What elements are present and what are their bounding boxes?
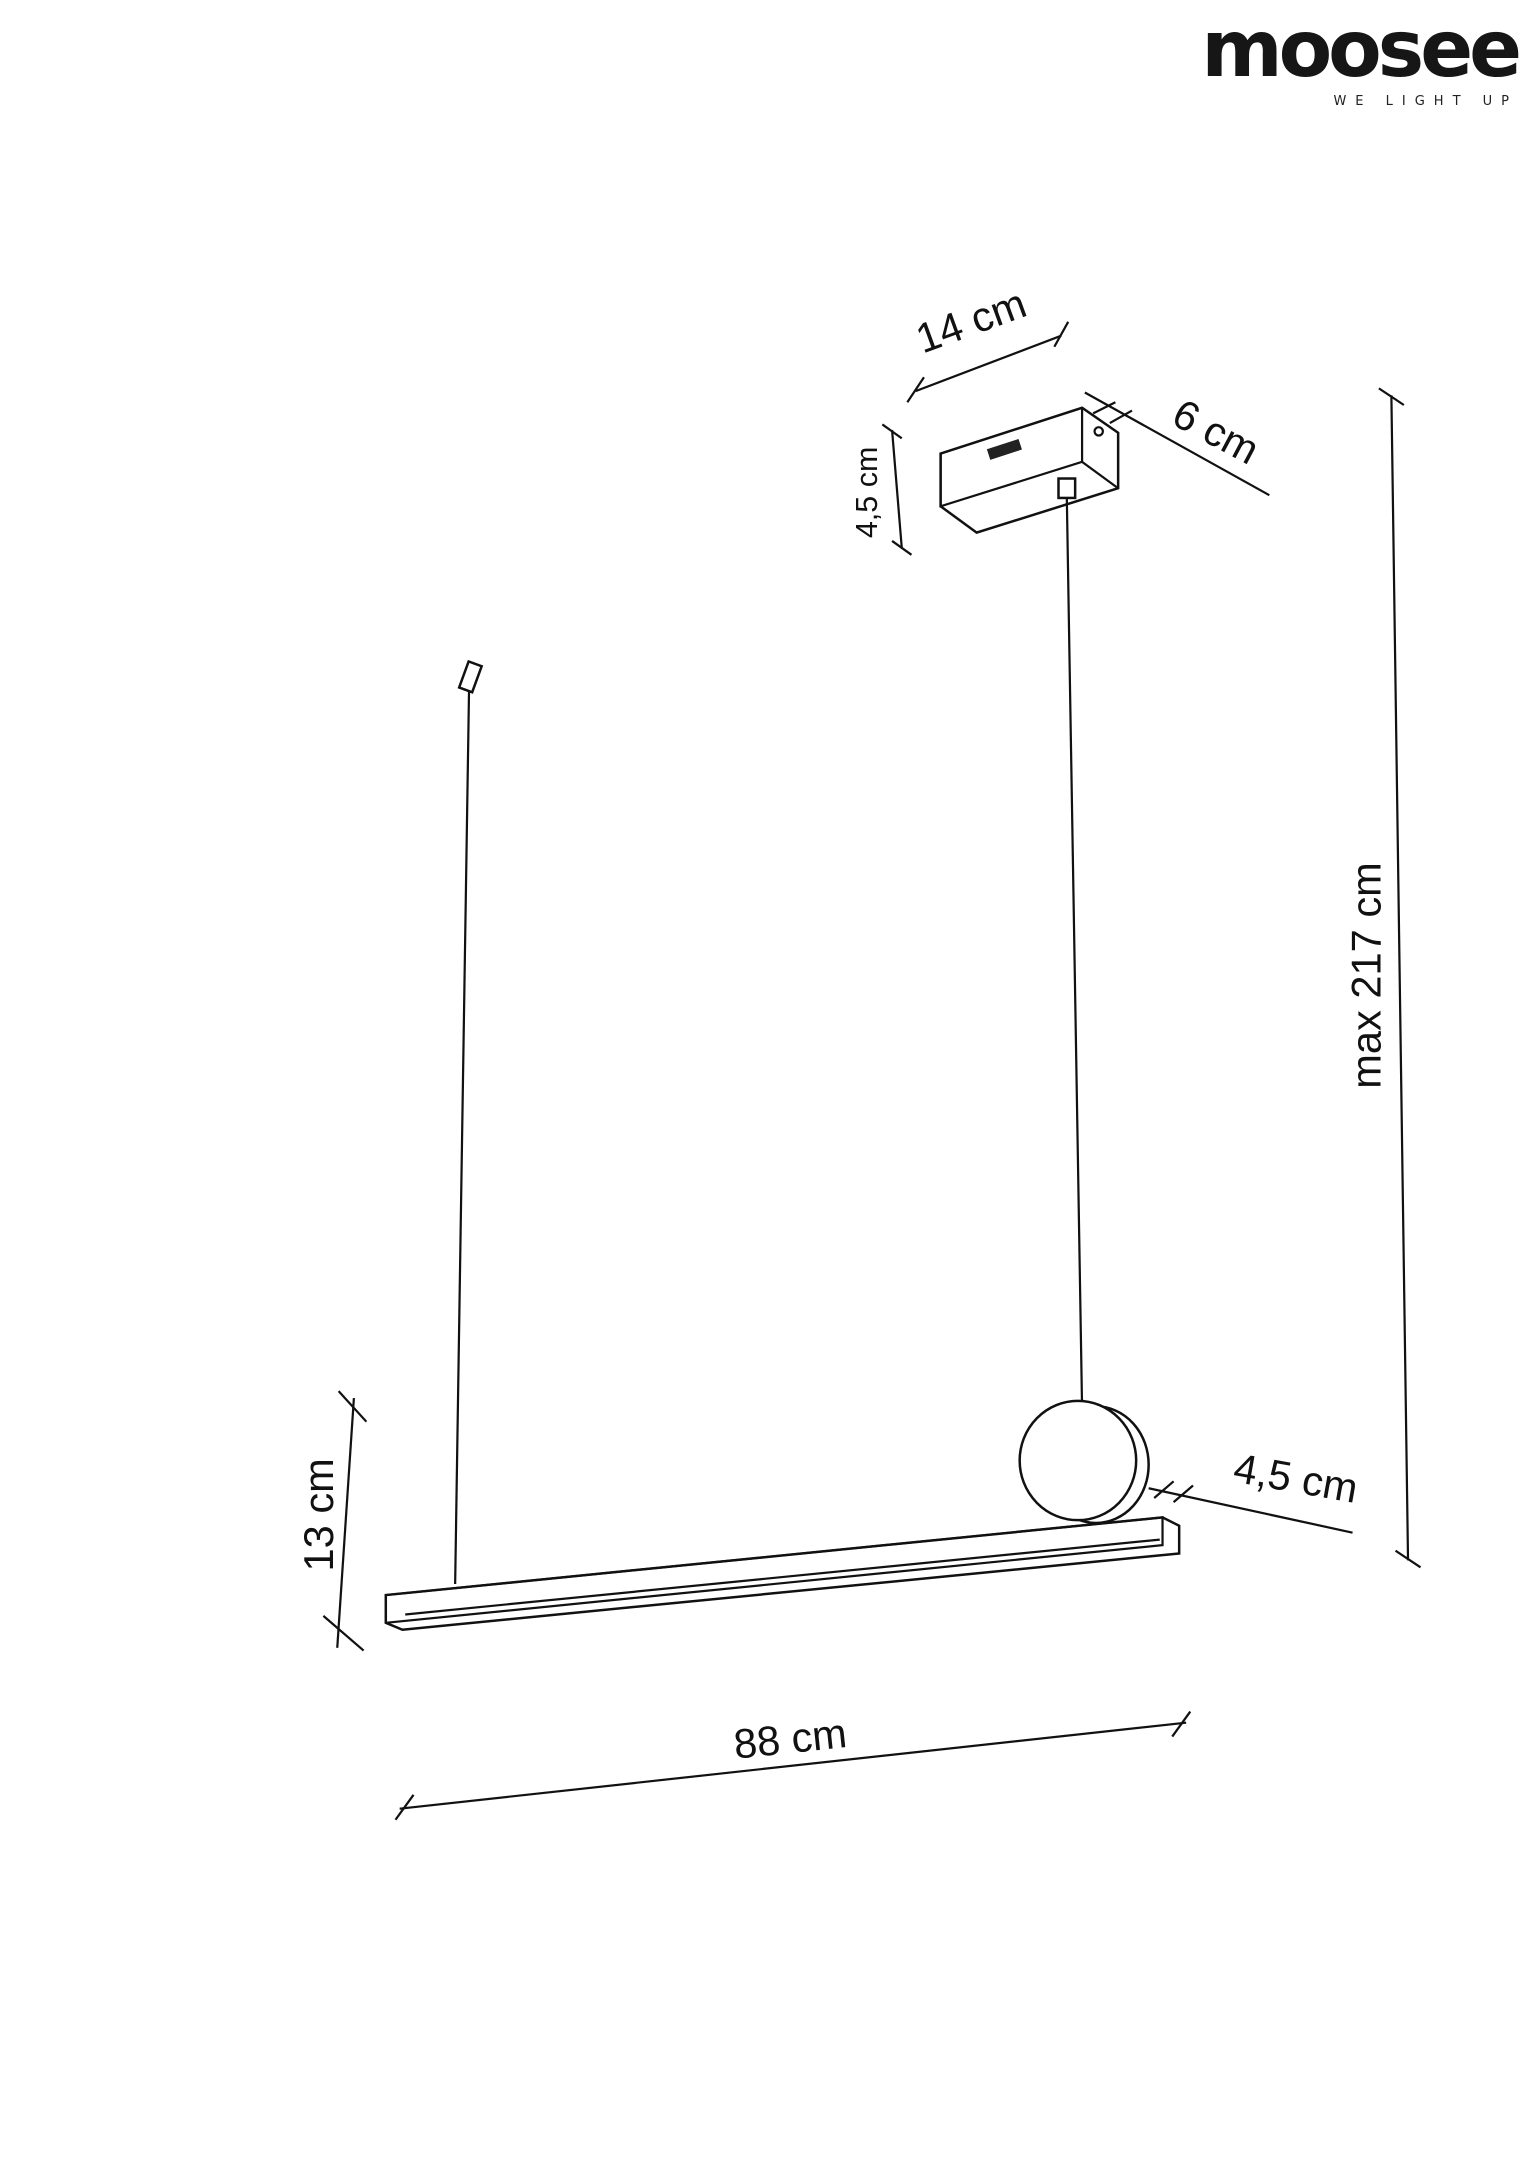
cable-grip bbox=[1057, 477, 1077, 500]
dim-canopy-height: 4,5 cm bbox=[850, 423, 913, 556]
label-max-height: max 217 cm bbox=[1342, 862, 1389, 1089]
led-bar bbox=[384, 1516, 1181, 1632]
dim-max-height: max 217 cm bbox=[1342, 387, 1422, 1569]
dim-bar-length: 88 cm bbox=[394, 1709, 1192, 1821]
moosee-logo: moosee WE LIGHT UP bbox=[1201, 5, 1522, 109]
label-bar-drop: 13 cm bbox=[295, 1458, 342, 1571]
label-canopy-width: 6 cm bbox=[1165, 389, 1267, 473]
canopy bbox=[939, 406, 1120, 534]
dim-bar-drop: 13 cm bbox=[295, 1390, 368, 1652]
label-disc-depth: 4,5 cm bbox=[1230, 1444, 1361, 1512]
left-cable bbox=[454, 659, 484, 1584]
dim-disc-depth: 4,5 cm bbox=[1148, 1444, 1361, 1534]
label-canopy-height: 4,5 cm bbox=[850, 447, 884, 539]
disc-light bbox=[1018, 1399, 1150, 1525]
logo-tagline: WE LIGHT UP bbox=[1333, 94, 1518, 109]
dim-canopy-length: 14 cm bbox=[906, 279, 1070, 403]
right-cable bbox=[1065, 497, 1084, 1408]
label-canopy-length: 14 cm bbox=[910, 279, 1033, 362]
label-bar-length: 88 cm bbox=[731, 1709, 849, 1768]
logo-brand: moosee bbox=[1201, 5, 1522, 95]
